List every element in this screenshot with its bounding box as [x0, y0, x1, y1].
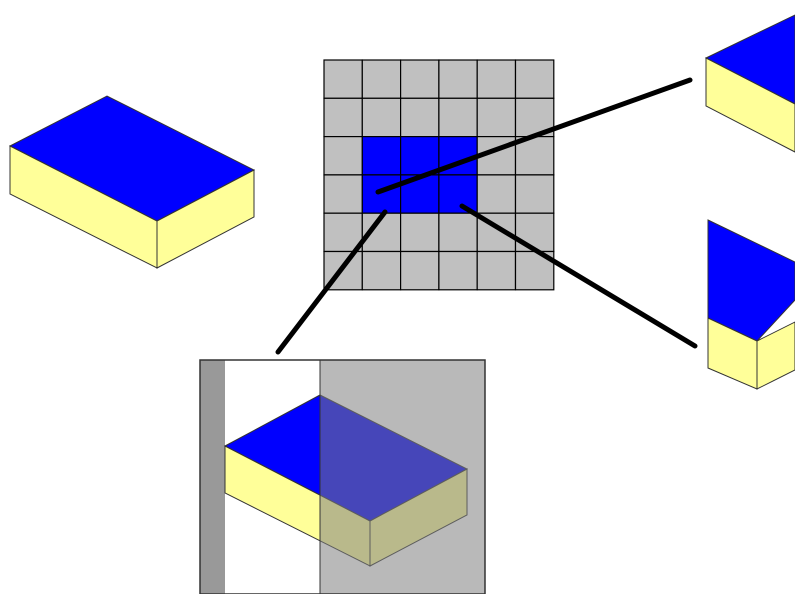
grid-cell: [323, 174, 363, 214]
grid-cell: [361, 97, 402, 138]
viewport-border: [199, 359, 486, 594]
grid-cell: [323, 97, 363, 138]
grid-cell-selected: [400, 136, 440, 176]
viewport-panel: [199, 359, 486, 594]
grid-cell-selected: [438, 174, 478, 214]
grid-cell: [323, 212, 363, 253]
grid-cell-selected: [361, 136, 402, 176]
grid-cell: [361, 59, 402, 99]
grid-cell: [400, 59, 440, 99]
grid-cell: [476, 174, 517, 214]
grid-cell: [438, 250, 478, 291]
grid-cell: [323, 59, 363, 99]
tile-grid: [323, 59, 555, 291]
grid-cell: [514, 59, 555, 99]
box-left-right-face: [156, 169, 255, 269]
grid-cell: [361, 250, 402, 291]
grid-cell-selected: [361, 174, 402, 214]
viewport-left-bar: [200, 360, 225, 594]
viewport-shaded-overlay: [320, 360, 485, 594]
grid-cell: [400, 97, 440, 138]
grid-cell: [476, 97, 517, 138]
grid-cell: [400, 212, 440, 253]
grid-cell: [514, 174, 555, 214]
connector-to-viewport: [275, 209, 388, 355]
box-mr-right-face: [756, 321, 795, 390]
grid-cell: [400, 250, 440, 291]
connector-to-middle-right: [459, 203, 698, 349]
isometric-box-left: [8, 95, 256, 269]
grid-cell: [438, 212, 478, 253]
grid-cell: [476, 250, 517, 291]
isometric-box-middle-right: [707, 219, 795, 390]
grid-cell: [514, 212, 555, 253]
grid-cell: [438, 97, 478, 138]
grid-cell: [438, 59, 478, 99]
grid-cell: [476, 59, 517, 99]
connector-lines: [275, 77, 698, 355]
grid-cell: [323, 136, 363, 176]
box-mr-top-face: [707, 219, 795, 342]
connector-to-top-right: [375, 77, 693, 195]
isometric-box-top-right: [704, 14, 795, 153]
